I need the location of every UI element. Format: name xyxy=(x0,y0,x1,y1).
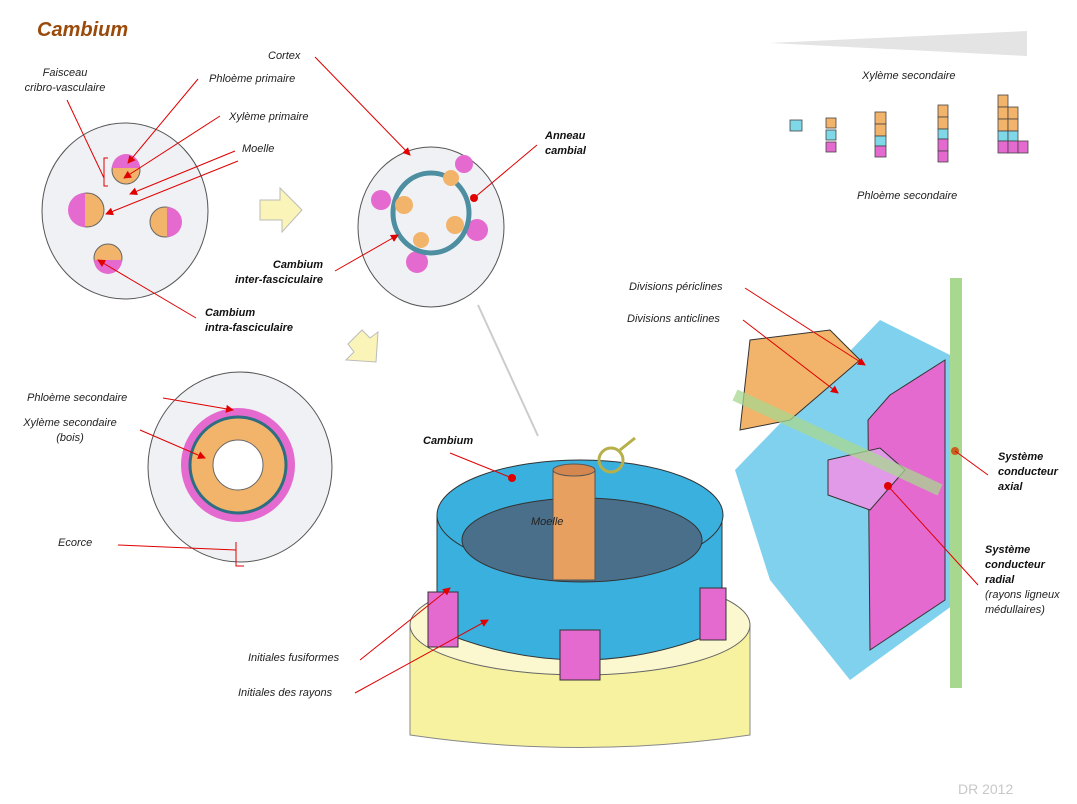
label-initiales-fusiformes: Initiales fusiformes xyxy=(248,652,340,664)
label-line: intra-fasciculaire xyxy=(205,322,294,334)
label-cambium-intra: Cambium intra-fasciculaire xyxy=(205,306,293,336)
label-xyleme-primaire: Xylème primaire xyxy=(229,111,309,123)
label-line: (rayons ligneux xyxy=(985,589,1060,601)
page-title: Cambium xyxy=(37,19,129,41)
label-line: radial xyxy=(985,574,1015,586)
label-line: conducteur xyxy=(998,466,1058,478)
label-anneau-cambial: Anneau cambial xyxy=(545,129,586,159)
label-line: conducteur xyxy=(985,559,1045,571)
label-phloeme-secondaire: Phloème secondaire xyxy=(27,392,128,404)
label-moelle-3d: Moelle xyxy=(531,516,564,528)
label-faisceau: Faisceau cribro-vasculaire xyxy=(15,66,115,96)
label-line: cribro-vasculaire xyxy=(24,82,106,94)
label-line: inter-fasciculaire xyxy=(234,274,323,286)
label-phloeme-secondaire-top: Phloème secondaire xyxy=(857,190,958,202)
progress-arrow-icon xyxy=(259,186,303,234)
secondary-growth-cells xyxy=(789,94,1029,163)
cambial-ring-section xyxy=(357,146,505,308)
label-systeme-axial: Système conducteur axial xyxy=(998,450,1058,495)
label-xyleme-secondaire-top: Xylème secondaire xyxy=(862,70,956,82)
label-xyleme-secondaire: Xylème secondaire (bois) xyxy=(15,416,125,446)
primary-stem-section xyxy=(41,122,209,300)
annotation-leaders xyxy=(66,56,989,694)
label-initiales-rayons: Initiales des rayons xyxy=(238,687,333,699)
label-line: Xylème secondaire xyxy=(23,417,117,429)
label-line: (bois) xyxy=(56,432,84,444)
label-phloeme-primaire: Phloème primaire xyxy=(209,73,296,85)
label-line: cambial xyxy=(545,145,586,157)
label-line: médullaires) xyxy=(985,604,1045,616)
label-line: Cambium xyxy=(272,259,323,271)
label-line: Anneau xyxy=(545,130,586,142)
label-line: axial xyxy=(998,481,1023,493)
secondary-stem-section xyxy=(147,371,333,567)
label-line: Système xyxy=(998,451,1044,463)
cambium-block-3d xyxy=(732,278,962,688)
progress-arrow-icon xyxy=(344,329,379,363)
label-line: Cambium xyxy=(205,307,256,319)
label-moelle: Moelle xyxy=(242,143,275,155)
credit: DR 2012 xyxy=(958,781,1014,797)
label-cambium-inter: Cambium inter-fasciculaire xyxy=(213,258,323,288)
label-divisions-periclines: Divisions périclines xyxy=(629,281,723,293)
gradient-wedge xyxy=(770,31,1027,56)
label-cambium-3d: Cambium xyxy=(423,435,474,447)
label-divisions-anticlines: Divisions anticlines xyxy=(627,313,720,325)
label-ecorce: Ecorce xyxy=(58,537,93,549)
stem-3d-view xyxy=(409,436,751,748)
label-cortex: Cortex xyxy=(268,50,301,62)
label-line: Système xyxy=(985,544,1031,556)
label-line: Faisceau xyxy=(42,67,88,79)
label-systeme-radial: Système conducteur radial (rayons ligneux mé… xyxy=(985,543,1060,618)
